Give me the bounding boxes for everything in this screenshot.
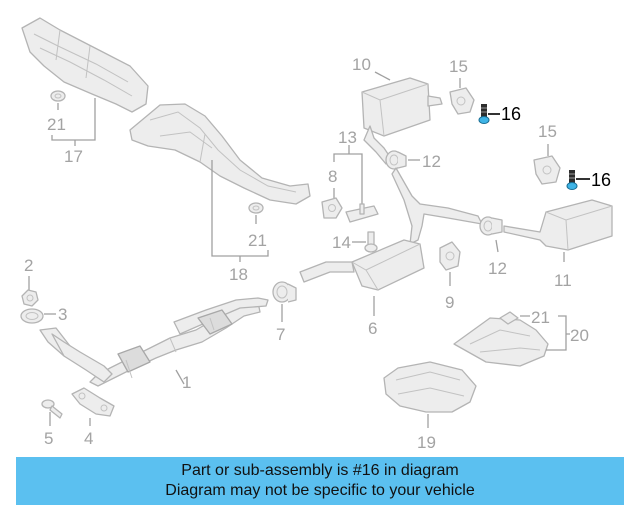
- nut-2[interactable]: [21, 289, 39, 307]
- bolt-14[interactable]: [364, 231, 378, 253]
- callout-8: 8: [328, 167, 337, 186]
- floor-cover-19[interactable]: [383, 361, 477, 413]
- callout-16-a: 16: [501, 104, 521, 124]
- callout-18: 18: [229, 265, 248, 284]
- rubber-mount-8[interactable]: [321, 197, 343, 219]
- clamp-7[interactable]: [272, 281, 297, 303]
- callout-17: 17: [64, 147, 83, 166]
- banner-line-1: Part or sub-assembly is #16 in diagram: [181, 462, 459, 479]
- callout-2: 2: [24, 256, 33, 275]
- front-muffler[interactable]: [361, 77, 443, 165]
- bolt-16-lower[interactable]: [566, 170, 578, 190]
- callout-1: 1: [182, 373, 191, 392]
- hanger-15-upper[interactable]: [449, 87, 475, 115]
- callout-21-c: 21: [531, 308, 550, 327]
- hanger-15-lower[interactable]: [533, 155, 561, 185]
- callout-14: 14: [332, 233, 351, 252]
- callout-15-b: 15: [538, 122, 557, 141]
- washer-21-b[interactable]: [248, 202, 264, 214]
- callout-9: 9: [445, 293, 454, 312]
- clamp-12-upper[interactable]: [385, 150, 407, 170]
- gasket-3[interactable]: [20, 308, 44, 324]
- washer-21-a[interactable]: [50, 90, 66, 102]
- callout-12-b: 12: [488, 259, 507, 278]
- callout-6: 6: [368, 319, 377, 338]
- callout-12-a: 12: [422, 152, 441, 171]
- callout-4: 4: [84, 429, 93, 448]
- callout-10: 10: [352, 55, 371, 74]
- center-resonator[interactable]: [299, 239, 425, 291]
- heat-shield-front[interactable]: [21, 17, 149, 113]
- callout-15-a: 15: [449, 57, 468, 76]
- callout-5: 5: [44, 429, 53, 448]
- callout-21-b: 21: [248, 231, 267, 250]
- callout-20: 20: [570, 326, 589, 345]
- bolt-16-upper[interactable]: [478, 104, 490, 124]
- clip-21-c[interactable]: [499, 311, 519, 325]
- rear-muffler[interactable]: [503, 199, 613, 251]
- callout-16-b: 16: [591, 170, 611, 190]
- callout-21-a: 21: [47, 115, 66, 134]
- bolt-5[interactable]: [41, 399, 63, 419]
- callout-13: 13: [338, 128, 357, 147]
- gasket-plate-4[interactable]: [71, 387, 115, 417]
- banner-line-2: Diagram may not be specific to your vehi…: [165, 482, 475, 499]
- callout-3: 3: [58, 305, 67, 324]
- callout-11: 11: [554, 271, 572, 290]
- front-pipe-catalytic[interactable]: [39, 297, 269, 387]
- parts-diagram: 21 17 21 18 10 15 16 12 13: [20, 17, 613, 450]
- intermediate-pipe[interactable]: [391, 167, 483, 245]
- info-banner: Part or sub-assembly is #16 in diagram D…: [16, 457, 624, 505]
- heat-shield-tunnel[interactable]: [129, 103, 311, 205]
- bracket-13[interactable]: [345, 203, 379, 223]
- clamp-12-lower[interactable]: [479, 216, 503, 236]
- callout-19: 19: [417, 433, 436, 450]
- rubber-mount-9[interactable]: [439, 241, 461, 271]
- callout-7: 7: [276, 325, 285, 344]
